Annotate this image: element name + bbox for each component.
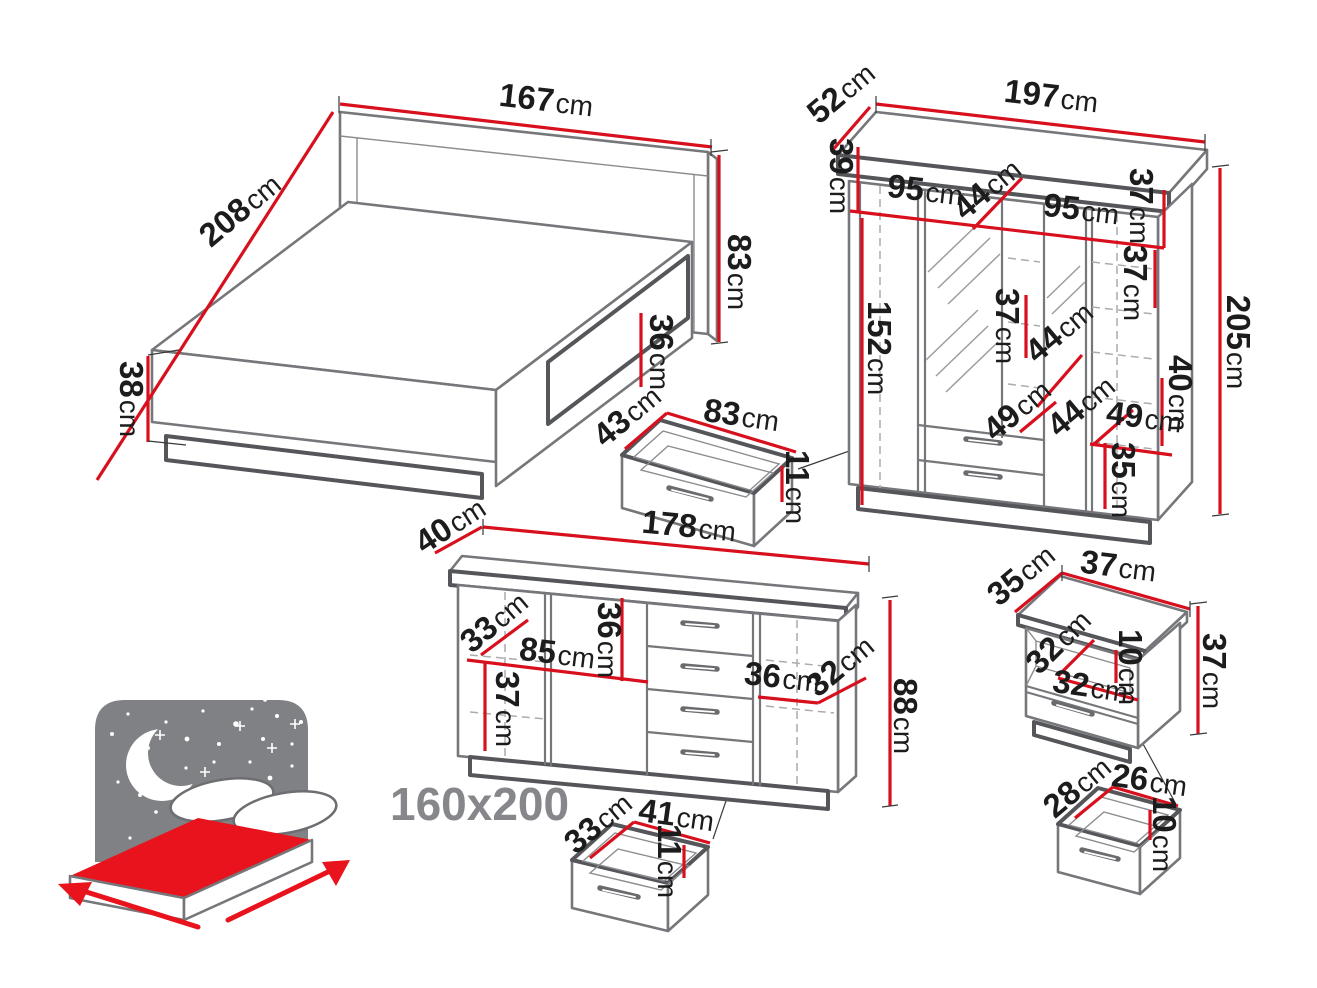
nightstand-niche (1024, 627, 1140, 720)
bed-drawing (150, 110, 719, 500)
bed-width-line (339, 102, 713, 149)
nightstand-shelf-edge (1024, 684, 1140, 720)
wardrobe-mirror-hatch (925, 221, 1086, 393)
icon-dimension-arrows (58, 860, 350, 930)
bed-drawer-width-label: 83cm (701, 391, 781, 438)
wardrobe-hanging-height-label: 152cm (861, 301, 898, 395)
bed-length-line (95, 111, 335, 481)
dimension-lines (95, 102, 1222, 878)
dresser-drawer-height-label: 11cm (651, 824, 688, 898)
wardrobe-door-lines (858, 180, 1094, 514)
wardrobe-shelf-c-label: 37cm (1117, 245, 1154, 321)
icon-mattress-top (70, 818, 312, 898)
wardrobe-plinth (856, 486, 1152, 545)
dresser-right-side (836, 603, 858, 794)
wardrobe-top-section-label: 39cm (823, 138, 860, 214)
wardrobe-drawer-section-label: 35cm (1105, 442, 1142, 518)
mattress-size-label: 160x200 (390, 778, 569, 830)
wardrobe-drawing (836, 110, 1209, 545)
wardrobe-front (847, 179, 1160, 522)
dresser-width-label: 178cm (640, 503, 738, 549)
dresser-interior-dashed-lines (469, 592, 835, 786)
nightstand-height-label: 37cm (1196, 633, 1233, 709)
bed-side-drawer-height-label: 36cm (643, 314, 680, 390)
wardrobe-bottom-section-label: 40cm (1162, 355, 1199, 431)
icon-mattress-right (182, 838, 314, 922)
bed-width-label: 167cm (497, 76, 595, 124)
wardrobe-shelf-a-label: 37cm (1123, 168, 1160, 244)
nightstand-drawer-inner-bottom (1074, 811, 1164, 853)
dresser-lower-height-label: 37cm (489, 671, 526, 747)
bed-drawer-height-label: 11cm (779, 450, 816, 524)
pillow-right (232, 790, 338, 836)
bed-headboard-edge (706, 150, 719, 343)
nightstand-inner-width-label: 32cm (1050, 662, 1130, 709)
nightstand-plinth (1032, 720, 1132, 764)
bed-plinth (164, 434, 484, 500)
nightstand-drawing (1016, 574, 1189, 764)
bed-size-icon (58, 698, 350, 930)
wardrobe-shelf-b-label: 37cm (989, 288, 1026, 364)
nightstand-width-label: 37cm (1078, 543, 1158, 589)
dresser-upper-height-label: 36cm (591, 602, 628, 678)
dresser-left-width-label: 85cm (517, 630, 597, 676)
dresser-drawer-rim (570, 822, 710, 885)
dresser-drawer-drawing (570, 822, 710, 933)
nightstand-drawer-width-label: 26cm (1109, 756, 1189, 803)
nightstand-niche-height-label: 10cm (1112, 629, 1149, 705)
wardrobe-left-width-label: 95cm (885, 167, 965, 212)
bed-drawer-inner-rim (632, 430, 781, 491)
dresser-drawer-width-label: 36cm (742, 654, 821, 699)
bed-base-height-label: 38cm (113, 361, 150, 437)
wardrobe-right-width-label: 95cm (1041, 186, 1121, 231)
dresser-handles (680, 620, 720, 758)
dresser-drawing (448, 554, 860, 811)
dresser-drawer-inner-rim (581, 832, 698, 882)
wardrobe-drawers (916, 423, 1046, 480)
star-sparkles (155, 719, 300, 777)
bed-side-drawer-front (546, 254, 690, 426)
wardrobe-drawer-top-line (916, 423, 1046, 442)
dresser-height-label: 88cm (887, 678, 924, 754)
bed-drawer-inner-bottom (639, 445, 775, 498)
bed-height-label: 83cm (721, 234, 758, 310)
wardrobe-height-label: 205cm (1220, 295, 1257, 389)
dresser-plinth (468, 755, 830, 811)
nightstand-drawer-height-label: 10cm (1146, 796, 1183, 872)
wardrobe-width-label: 197cm (1002, 72, 1100, 120)
dresser-drawer-dividers (645, 644, 755, 744)
wardrobe-drawer-right-label: 49cm (1104, 394, 1184, 440)
wardrobe-interior-dashed-lines (879, 186, 1155, 514)
extension-ticks (147, 96, 1230, 808)
nightstand-drawer-top-line (1024, 690, 1140, 726)
wardrobe-drawer-divider (916, 458, 1046, 477)
bed-length-label: 208cm (192, 165, 288, 254)
dresser-drawer-inner-bottom (588, 848, 691, 891)
dresser-drawer-width-label: 41cm (636, 791, 716, 838)
